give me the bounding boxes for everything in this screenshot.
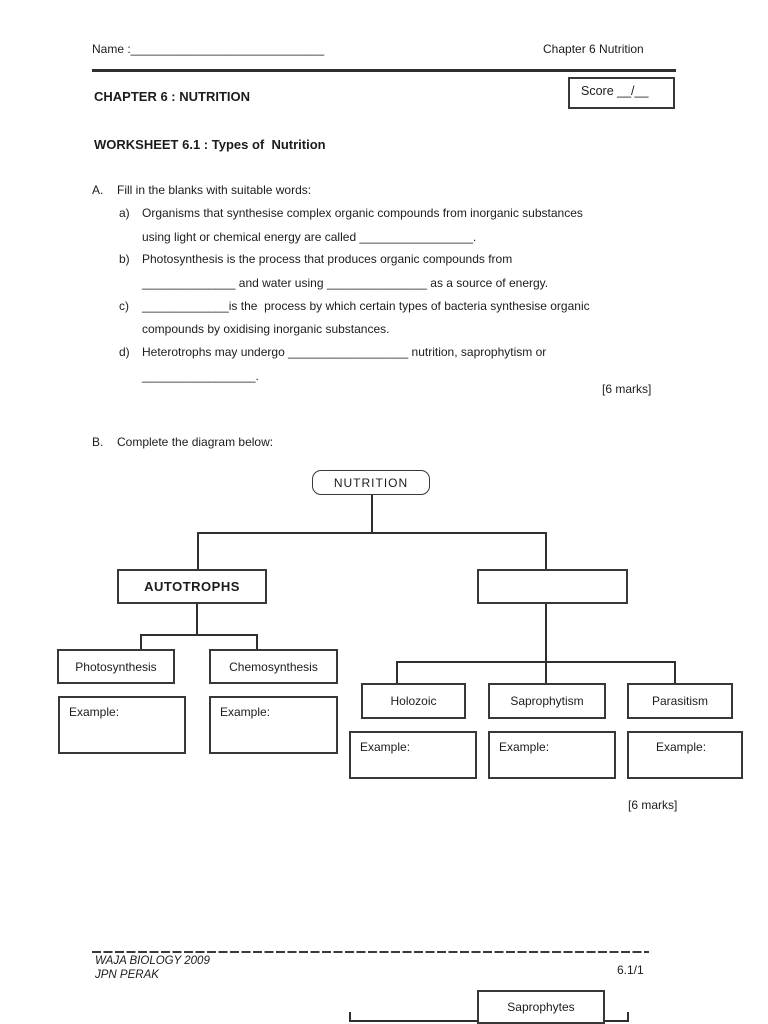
diagram-line [140, 634, 258, 636]
example-box-chemosynthesis: Example: [209, 696, 338, 754]
section-a-label: A. [92, 183, 104, 197]
diagram-line [371, 495, 373, 533]
item-b-label: b) [119, 252, 130, 266]
item-b-line1: Photosynthesis is the process that produ… [142, 252, 513, 266]
name-field-label: Name :_____________________________ [92, 42, 325, 56]
worksheet-title: WORKSHEET 6.1 : Types of Nutrition [94, 137, 326, 152]
diagram-chemosynthesis-box: Chemosynthesis [209, 649, 338, 684]
diagram-line [545, 604, 547, 663]
diagram-photosynthesis-box: Photosynthesis [57, 649, 175, 684]
item-c-label: c) [119, 299, 129, 313]
item-c-line2: compounds by oxidising inorganic substan… [142, 322, 390, 336]
footer-org-line1: WAJA BIOLOGY 2009 [95, 955, 210, 967]
item-c-line1: _____________is the process by which cer… [142, 299, 590, 313]
footer-page-ref: 6.1/1 [617, 963, 644, 977]
item-a-line1: Organisms that synthesise complex organi… [142, 206, 583, 220]
item-d-line2: _________________. [142, 369, 259, 383]
example-box-parasitism: Example: [627, 731, 743, 779]
diagram-line [396, 661, 398, 683]
diagram-saprophytes-box: Saprophytes [477, 990, 605, 1024]
example-box-saprophytism: Example: [488, 731, 616, 779]
diagram-line [197, 532, 547, 534]
diagram-line [256, 634, 258, 649]
header-divider [92, 69, 676, 72]
footer-org-line2: JPN PERAK [95, 969, 159, 981]
diagram-parasitism-box: Parasitism [627, 683, 733, 719]
diagram-line [197, 532, 199, 569]
section-b-instruction: Complete the diagram below: [117, 435, 274, 449]
diagram-line [545, 661, 547, 683]
diagram-line [674, 661, 676, 683]
header-chapter-ref: Chapter 6 Nutrition [543, 42, 644, 56]
chapter-title: CHAPTER 6 : NUTRITION [94, 89, 250, 104]
section-b-marks: [6 marks] [628, 798, 678, 812]
item-d-line1: Heterotrophs may undergo _______________… [142, 345, 547, 359]
example-box-holozoic: Example: [349, 731, 477, 779]
item-a-line2: using light or chemical energy are calle… [142, 230, 477, 244]
section-a-instruction: Fill in the blanks with suitable words: [117, 183, 312, 197]
diagram-holozoic-box: Holozoic [361, 683, 466, 719]
diagram-root-box: NUTRITION [312, 470, 430, 495]
diagram-line [545, 532, 547, 569]
item-d-label: d) [119, 345, 130, 359]
diagram-heterotrophs-empty-box [477, 569, 628, 604]
diagram-line [396, 661, 676, 663]
diagram-autotrophs-box: AUTOTROPHS [117, 569, 267, 604]
diagram-line [140, 634, 142, 649]
diagram-line [196, 604, 198, 635]
example-box-photosynthesis: Example: [58, 696, 186, 754]
item-b-line2: ______________ and water using _________… [142, 276, 549, 290]
diagram-line [349, 1012, 351, 1020]
score-box: Score __/__ [568, 77, 675, 109]
footer-divider [92, 951, 649, 953]
section-a-marks: [6 marks] [602, 382, 652, 396]
diagram-saprophytism-box: Saprophytism [488, 683, 606, 719]
section-b-label: B. [92, 435, 104, 449]
item-a-label: a) [119, 206, 130, 220]
diagram-line [627, 1012, 629, 1020]
